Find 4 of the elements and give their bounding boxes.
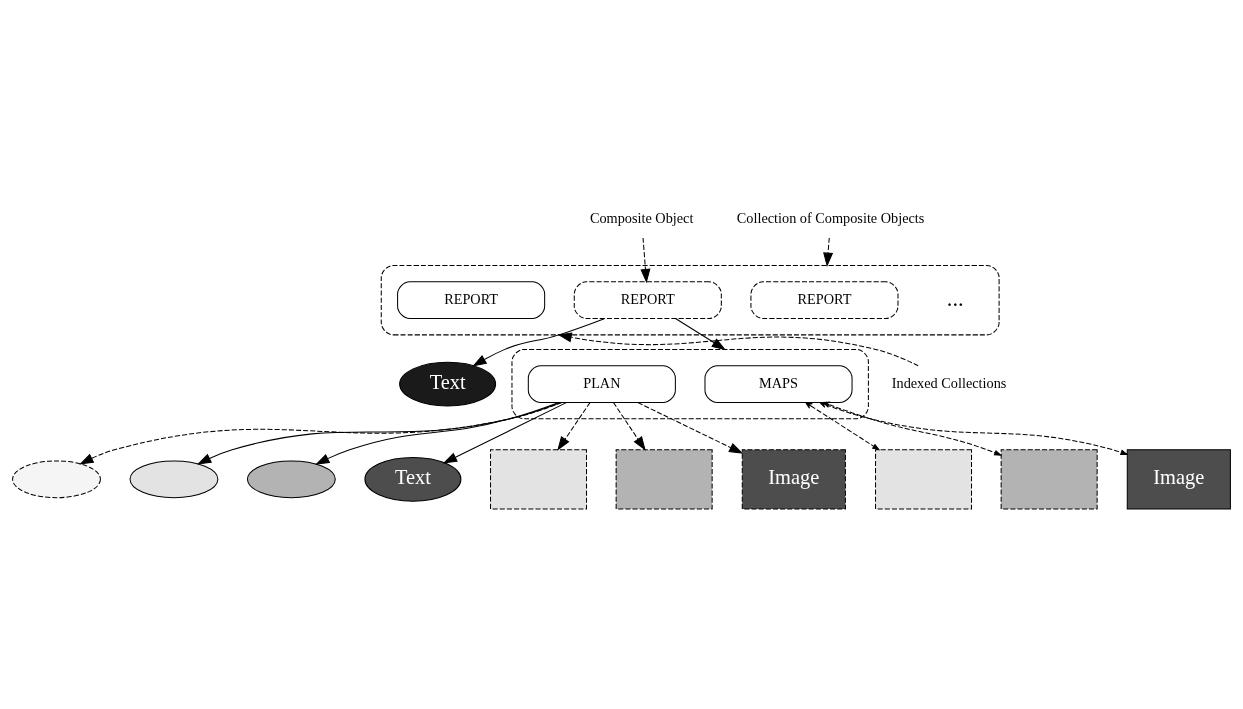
- node-text: Composite Object: [589, 209, 694, 226]
- node-text: Indexed Collections: [891, 374, 1007, 391]
- node-text: Collection of Composite Objects: [736, 209, 925, 226]
- node-text: ...: [946, 285, 964, 311]
